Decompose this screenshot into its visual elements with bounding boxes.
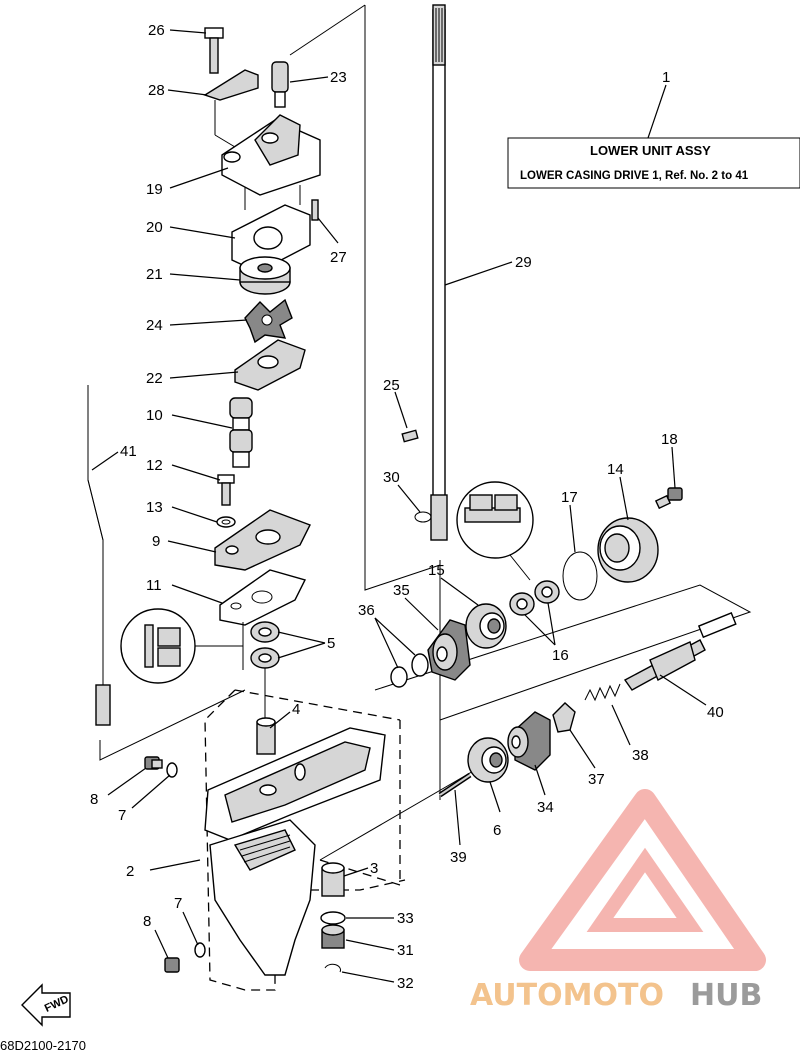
pin-39 xyxy=(438,772,472,798)
watermark-text-hub: HUB xyxy=(690,978,762,1013)
callout-40: 40 xyxy=(707,704,724,721)
callout-37: 37 xyxy=(588,771,605,788)
callout-38: 38 xyxy=(632,747,649,764)
pinion-31 xyxy=(321,924,345,949)
water-tube-grommet-10 xyxy=(229,397,253,468)
callout-7-lower: 7 xyxy=(174,895,182,912)
bolt-12 xyxy=(217,474,235,506)
callout-29: 29 xyxy=(515,254,532,271)
bearings-16 xyxy=(509,580,560,616)
callouts: 26 28 23 19 20 27 21 24 22 29 25 10 xyxy=(90,22,724,992)
callout-15: 15 xyxy=(428,562,445,579)
diagram-code: 68D2100-2170 xyxy=(0,1038,86,1053)
callout-39: 39 xyxy=(450,849,467,866)
callout-13: 13 xyxy=(146,499,163,516)
drive-shaft xyxy=(430,4,448,541)
grommet-23 xyxy=(271,61,289,108)
bolt-26 xyxy=(204,27,224,74)
callout-23: 23 xyxy=(330,69,347,86)
callout-3: 3 xyxy=(370,860,378,877)
plate-28 xyxy=(203,69,259,101)
bearing-6 xyxy=(467,737,509,783)
callout-8-upper: 8 xyxy=(90,791,98,808)
retainer-9 xyxy=(214,509,311,571)
callout-19: 19 xyxy=(146,181,163,198)
shift-rod-41 xyxy=(87,385,111,726)
callout-33: 33 xyxy=(397,910,414,927)
washer-13 xyxy=(216,516,236,528)
callout-1: 1 xyxy=(662,69,670,86)
callout-24: 24 xyxy=(146,317,163,334)
callout-7-upper: 7 xyxy=(118,807,126,824)
callout-10: 10 xyxy=(146,407,163,424)
clip-30 xyxy=(414,511,432,523)
lower-casing-2 xyxy=(204,727,386,976)
impeller-24 xyxy=(244,298,293,344)
gasket-11 xyxy=(219,569,307,626)
propeller-shaft-40 xyxy=(623,612,737,691)
detail-bubble-right xyxy=(456,481,534,581)
assembly-outlines xyxy=(99,4,752,991)
forward-gear-35 xyxy=(427,619,471,681)
callout-27: 27 xyxy=(330,249,347,266)
assembly-title: LOWER UNIT ASSY xyxy=(590,143,711,158)
callout-2: 2 xyxy=(126,863,134,880)
bushing-3 xyxy=(321,862,345,897)
callout-6: 6 xyxy=(493,822,501,839)
callout-36: 36 xyxy=(358,602,375,619)
gasket-20 xyxy=(231,204,311,273)
callout-31: 31 xyxy=(397,942,414,959)
drain-screw-8-lower xyxy=(164,957,180,973)
callout-30: 30 xyxy=(383,469,400,486)
o-ring-17 xyxy=(562,551,598,601)
callout-17: 17 xyxy=(561,489,578,506)
gasket-7-lower xyxy=(194,942,206,958)
watermark-logo: AUTOMOTO HUB xyxy=(470,789,766,1013)
drain-screw-8-upper xyxy=(144,756,163,770)
bushing-4 xyxy=(256,717,276,755)
outer-plate-22 xyxy=(234,339,306,391)
callout-18: 18 xyxy=(661,431,678,448)
callout-14: 14 xyxy=(607,461,624,478)
fwd-arrow-icon: FWD xyxy=(21,983,71,1027)
assembly-box: 1 LOWER UNIT ASSY LOWER CASING DRIVE 1, … xyxy=(507,69,800,189)
callout-26: 26 xyxy=(148,22,165,39)
clutch-37 xyxy=(552,702,576,733)
callout-5: 5 xyxy=(327,635,335,652)
water-pump-housing xyxy=(221,114,321,196)
callout-12: 12 xyxy=(146,457,163,474)
reverse-gear-34 xyxy=(507,711,551,771)
shims-36 xyxy=(390,653,429,688)
callout-16: 16 xyxy=(552,647,569,664)
callout-34: 34 xyxy=(537,799,554,816)
pin-25 xyxy=(401,429,419,443)
callout-11: 11 xyxy=(146,577,162,594)
callout-32: 32 xyxy=(397,975,414,992)
watermark-text-automoto: AUTOMOTO xyxy=(470,978,664,1013)
callout-20: 20 xyxy=(146,219,163,236)
pin-27 xyxy=(311,199,319,221)
callout-21: 21 xyxy=(146,266,163,283)
bolt-18 xyxy=(654,487,683,510)
spring-38 xyxy=(584,683,621,702)
callout-9: 9 xyxy=(152,533,160,550)
assembly-subtitle: LOWER CASING DRIVE 1, Ref. No. 2 to 41 xyxy=(520,170,749,182)
gasket-7-upper xyxy=(166,762,178,778)
bearing-housing-14 xyxy=(597,517,659,583)
bearing-15 xyxy=(465,603,507,649)
insert-cartridge-21 xyxy=(239,256,291,295)
detail-bubble-left xyxy=(120,608,243,684)
shim-33 xyxy=(320,911,346,925)
oil-seals-5 xyxy=(242,621,280,670)
circlip-32 xyxy=(324,963,341,973)
callout-22: 22 xyxy=(146,370,163,387)
callout-25: 25 xyxy=(383,377,400,394)
callout-28: 28 xyxy=(148,82,165,99)
callout-41: 41 xyxy=(120,443,137,460)
callout-8-lower: 8 xyxy=(143,913,151,930)
callout-35: 35 xyxy=(393,582,410,599)
callout-4: 4 xyxy=(292,701,300,718)
